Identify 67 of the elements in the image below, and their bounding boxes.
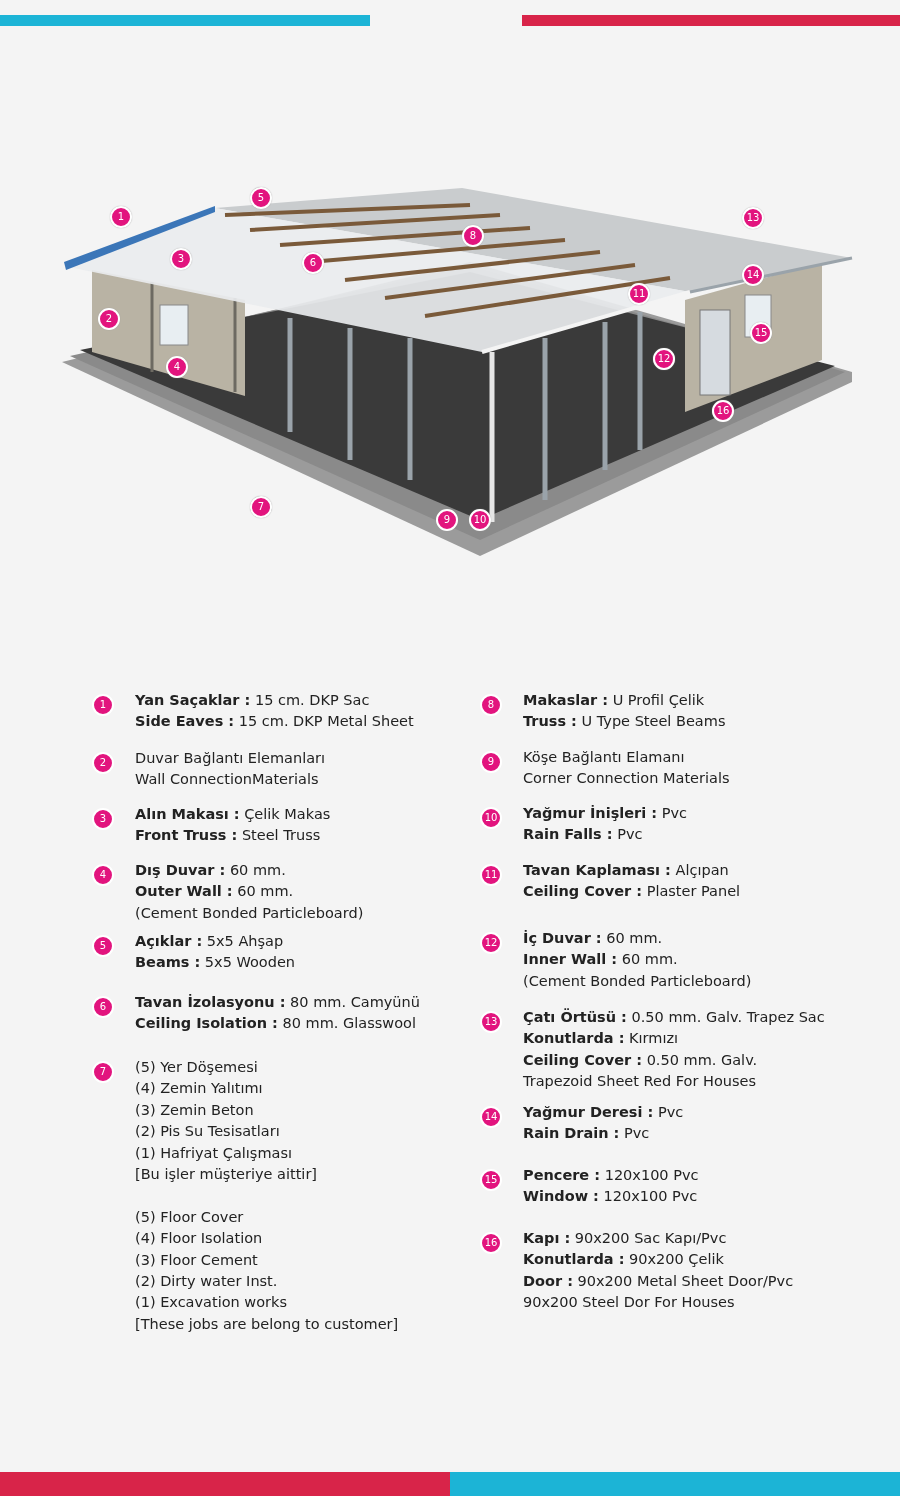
spec-text: Yağmur Deresi : Pvc xyxy=(523,1103,684,1122)
spec-text: (Cement Bonded Particleboard) xyxy=(135,903,364,923)
spec-text: [Bu işler müşteriye aittir] xyxy=(135,1165,317,1184)
spec-text: Corner Connection Materials xyxy=(523,769,730,789)
spec-text: (4) Zemin Yalıtımı xyxy=(135,1079,263,1099)
spec-text: Çatı Örtüsü : 0.50 mm. Galv. Trapez Sac xyxy=(523,1007,825,1027)
callout-number: 5 xyxy=(250,187,272,209)
spec-text: (1) Hafriyat Çalışması xyxy=(135,1143,292,1163)
spec-text: [These jobs are belong to customer] xyxy=(135,1314,399,1334)
spec-text: Pencere : 120x100 Pvc xyxy=(523,1166,699,1185)
spec-text: (3) Floor Cement xyxy=(135,1250,258,1270)
spec-text: (5) Floor Cover xyxy=(135,1207,244,1227)
spec-text: Köşe Bağlantı Elamanı xyxy=(523,748,685,767)
spec-text: İç Duvar : 60 mm. xyxy=(523,929,663,948)
spec-text: Yan Saçaklar : 15 cm. DKP Sac xyxy=(135,691,370,710)
spec-text: Door : 90x200 Metal Sheet Door/Pvc xyxy=(523,1271,794,1291)
number-badge: 16 xyxy=(480,1232,502,1254)
number-badge: 15 xyxy=(480,1169,502,1191)
spec-text: Inner Wall : 60 mm. xyxy=(523,950,678,970)
spec-text: Alın Makası : Çelik Makas xyxy=(135,805,331,824)
number-badge: 11 xyxy=(480,864,502,886)
spec-text: Front Truss : Steel Truss xyxy=(135,826,321,846)
spec-text: Dış Duvar : 60 mm. xyxy=(135,861,286,880)
spec-text: (Cement Bonded Particleboard) xyxy=(523,971,752,991)
spec-text: Truss : U Type Steel Beams xyxy=(523,712,726,732)
number-badge: 3 xyxy=(92,808,114,830)
number-badge: 4 xyxy=(92,864,114,886)
spec-text: Kapı : 90x200 Sac Kapı/Pvc xyxy=(523,1229,727,1248)
spec-text: Side Eaves : 15 cm. DKP Metal Sheet xyxy=(135,712,414,732)
spec-text: Açıklar : 5x5 Ahşap xyxy=(135,932,284,951)
number-badge: 2 xyxy=(92,752,114,774)
number-badge: 7 xyxy=(92,1061,114,1083)
spec-text: (2) Pis Su Tesisatları xyxy=(135,1122,280,1142)
spec-text: (5) Yer Döşemesi xyxy=(135,1058,258,1077)
spec-text: 90x200 Steel Dor For Houses xyxy=(523,1293,735,1313)
number-badge: 9 xyxy=(480,751,502,773)
spec-text: Makaslar : U Profil Çelik xyxy=(523,691,705,710)
spec-text: (2) Dirty water Inst. xyxy=(135,1272,278,1291)
number-badge: 6 xyxy=(92,996,114,1018)
callout-number: 13 xyxy=(742,207,764,229)
spec-text: Konutlarda : Kırmızı xyxy=(523,1029,679,1049)
spec-text: Window : 120x100 Pvc xyxy=(523,1187,698,1207)
spec-text: Tavan Kaplaması : Alçıpan xyxy=(523,861,729,880)
spec-text: Duvar Bağlantı Elemanları xyxy=(135,749,326,768)
callout-number: 1 xyxy=(110,206,132,228)
spec-text: (3) Zemin Beton xyxy=(135,1100,254,1120)
spec-text: Ceiling Cover : 0.50 mm. Galv. Trapezoid Sheet Red For Houses xyxy=(523,1050,759,1092)
number-badge: 1 xyxy=(92,694,114,716)
spec-text: Rain Drain : Pvc xyxy=(523,1124,650,1144)
spec-text: Ceiling Isolation : 80 mm. Glasswool xyxy=(135,1014,416,1034)
number-badge: 12 xyxy=(480,932,502,954)
number-badge: 5 xyxy=(92,935,114,957)
spec-text: Wall ConnectionMaterials xyxy=(135,770,319,790)
spec-text: Konutlarda : 90x200 Çelik xyxy=(523,1250,724,1270)
spec-text: Outer Wall : 60 mm. xyxy=(135,882,294,902)
spec-text: Tavan İzolasyonu : 80 mm. Camyünü xyxy=(135,993,420,1012)
number-badge: 14 xyxy=(480,1106,502,1128)
number-badge: 8 xyxy=(480,694,502,716)
spec-text: Beams : 5x5 Wooden xyxy=(135,953,296,973)
callout-number: 7 xyxy=(250,496,272,518)
spec-text: Rain Falls : Pvc xyxy=(523,825,643,845)
spec-text: Yağmur İnişleri : Pvc xyxy=(523,804,687,823)
number-badge: 13 xyxy=(480,1011,502,1033)
spec-text: Ceiling Cover : Plaster Panel xyxy=(523,882,741,902)
number-badge: 10 xyxy=(480,807,502,829)
spec-text: (1) Excavation works xyxy=(135,1293,287,1313)
spec-text: (4) Floor Isolation xyxy=(135,1229,263,1249)
